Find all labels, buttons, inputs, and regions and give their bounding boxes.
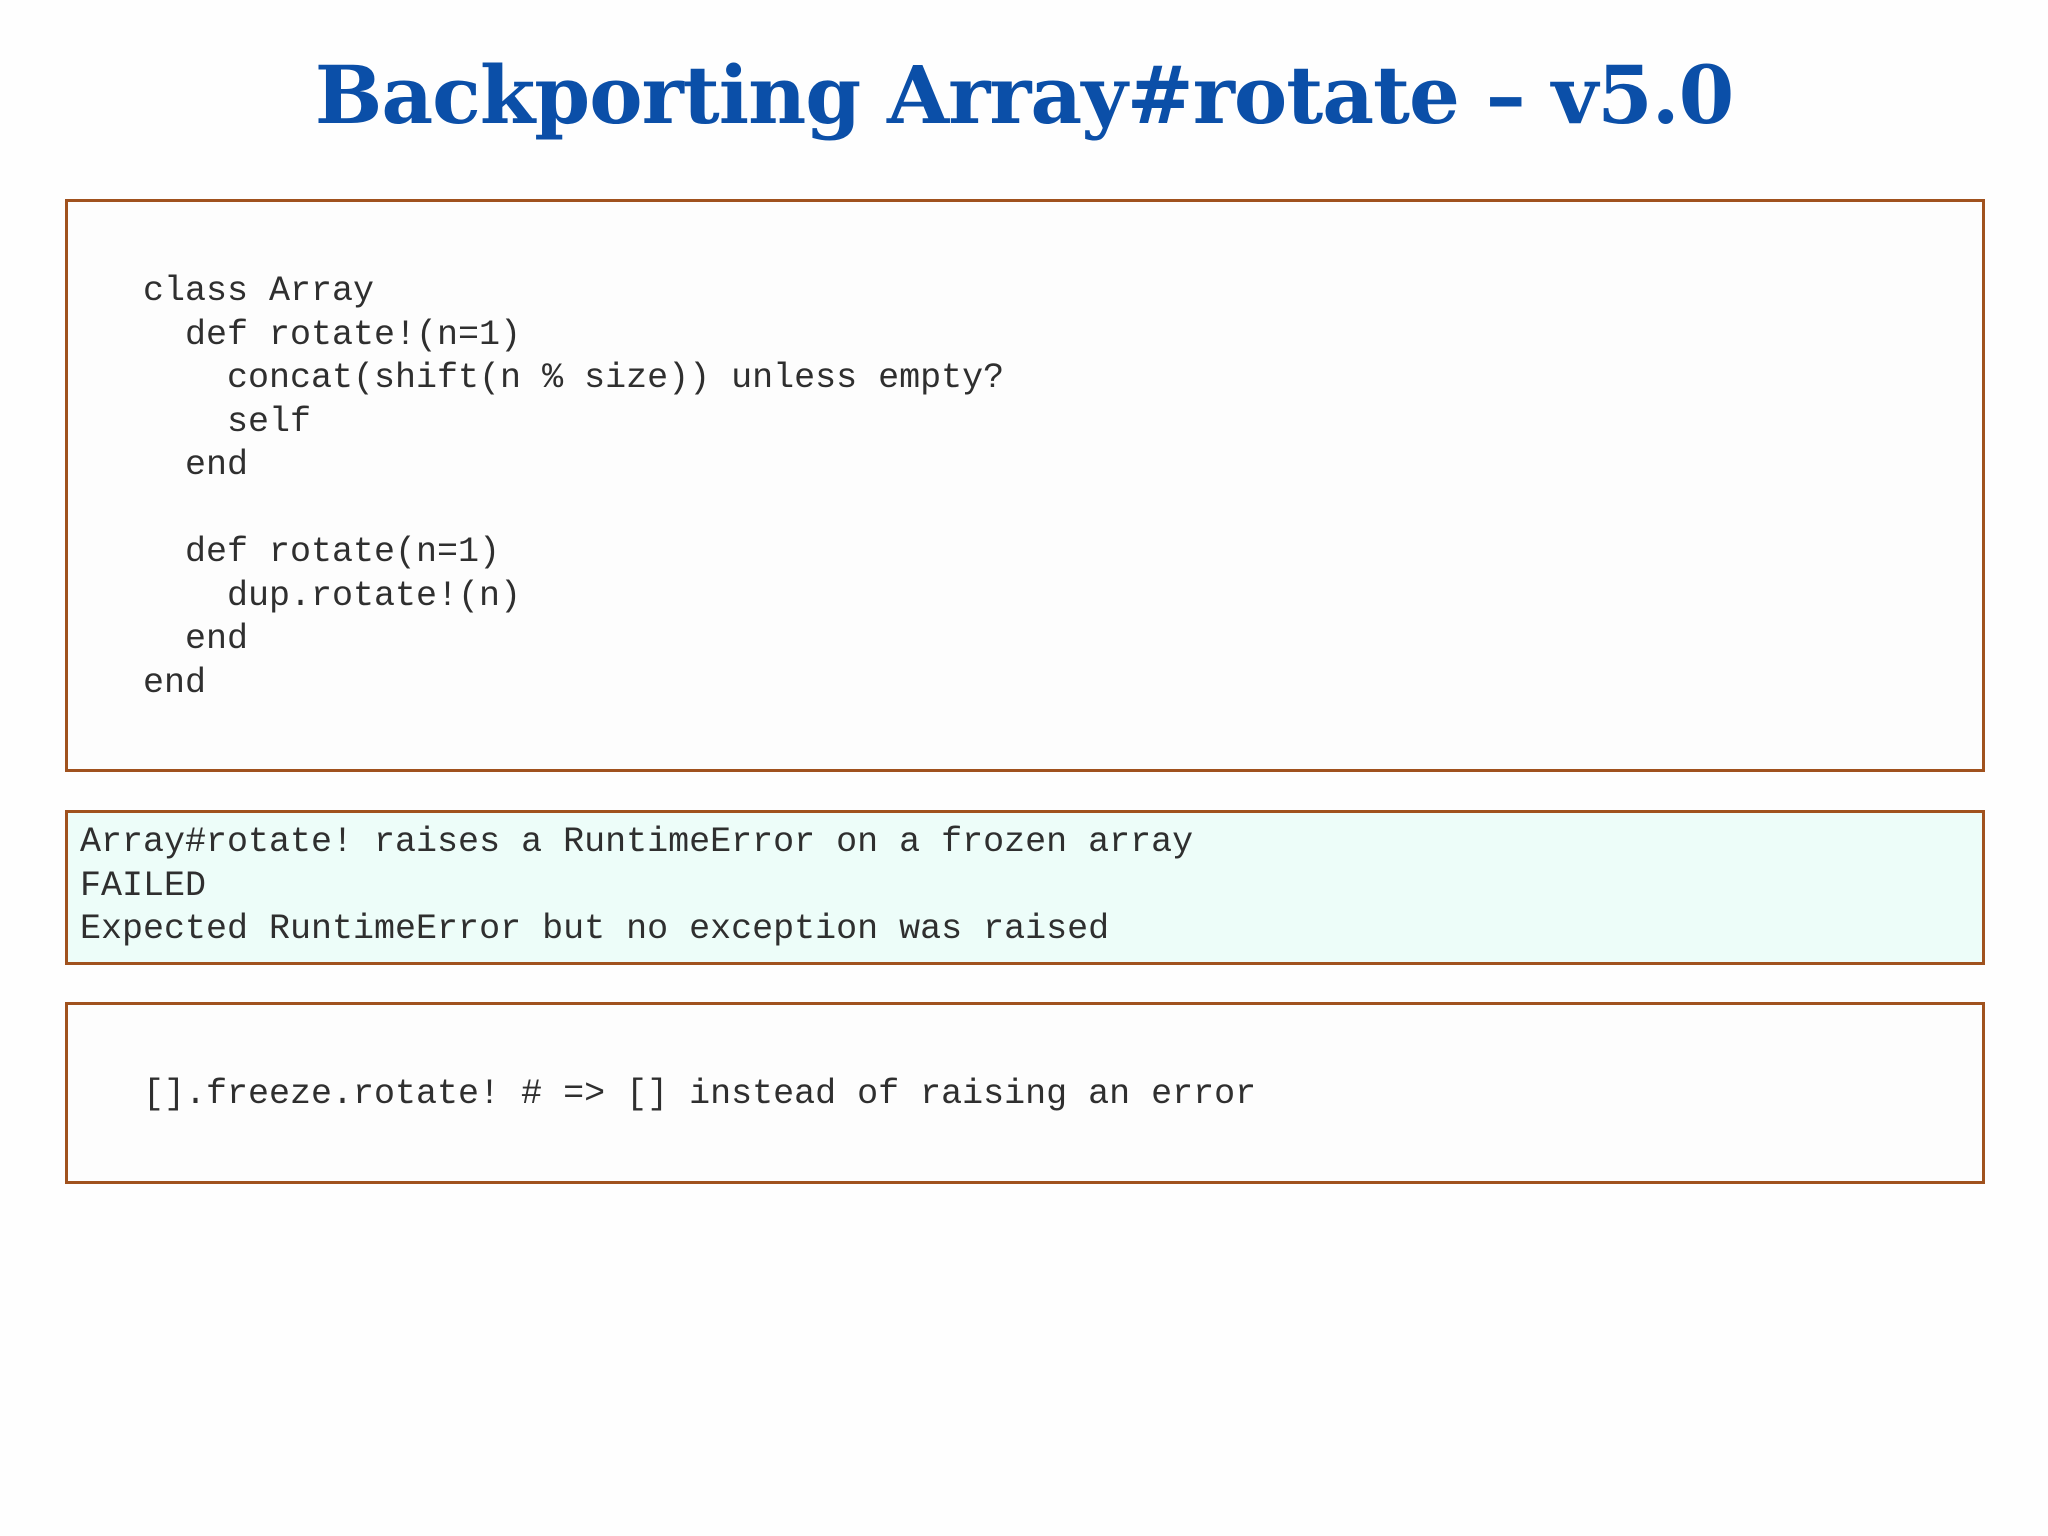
code-listing: class Array def rotate!(n=1) concat(shif… — [143, 270, 1004, 705]
test-output-block: Array#rotate! raises a RuntimeError on a… — [65, 810, 1985, 965]
code-line: def rotate!(n=1) — [143, 314, 522, 355]
slide-title: Backporting Array#rotate – v5.0 — [314, 48, 1735, 142]
test-output-status: FAILED — [80, 865, 207, 906]
code-line: end — [143, 445, 249, 485]
code-line: concat(shift(n % size)) unless empty? — [143, 358, 1005, 398]
example-line: [].freeze.rotate! # => [] instead of rai… — [143, 1074, 1257, 1114]
code-line: dup.rotate!(n) — [143, 575, 522, 616]
example-listing: [].freeze.rotate! # => [] instead of rai… — [143, 1073, 1256, 1117]
code-block: class Array def rotate!(n=1) concat(shif… — [65, 199, 1985, 772]
code-line: class Array — [143, 271, 375, 311]
test-output-line: Array#rotate! raises a RuntimeError on a… — [80, 822, 1194, 862]
example-block: [].freeze.rotate! # => [] instead of rai… — [65, 1002, 1985, 1184]
code-line: end — [143, 662, 207, 703]
code-line: self — [143, 401, 312, 442]
code-line: end — [143, 619, 249, 659]
test-output-line: Expected RuntimeError but no exception w… — [80, 909, 1110, 949]
code-line: def rotate(n=1) — [143, 532, 501, 572]
test-output-listing: Array#rotate! raises a RuntimeError on a… — [80, 821, 1193, 952]
